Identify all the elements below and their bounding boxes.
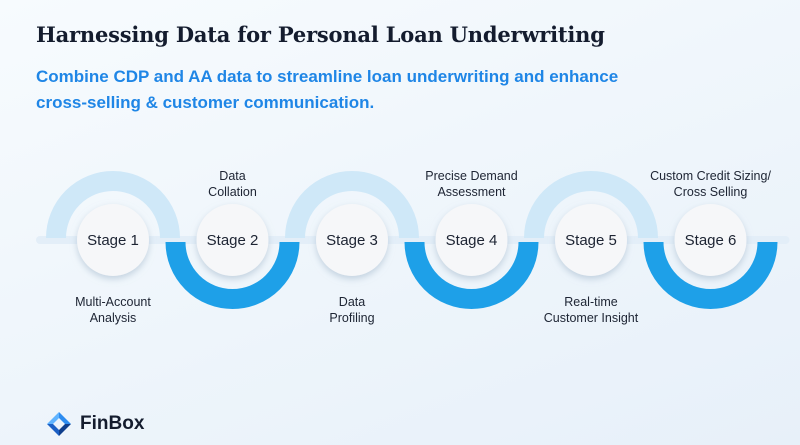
page-subtitle: Combine CDP and AA data to streamline lo…	[36, 67, 619, 112]
stage-node-2: Stage 2	[196, 204, 269, 276]
stage-label: Stage 6	[685, 232, 737, 249]
stage-circle	[77, 204, 149, 276]
stage-note-line: Profiling	[329, 311, 374, 325]
stage-note-line: Data	[339, 295, 365, 309]
stage-note-line: Cross Selling	[674, 185, 748, 199]
stage-label: Stage 1	[87, 232, 139, 249]
stage-label: Stage 3	[326, 232, 378, 249]
stage-note-line: Multi-Account	[75, 295, 151, 309]
finbox-logo-icon	[47, 412, 71, 436]
page-title: Harnessing Data for Personal Loan Underw…	[36, 22, 605, 47]
stage-3-connector-arc	[285, 171, 419, 239]
stage-circle	[555, 204, 627, 276]
stage-node-1: Stage 1	[77, 204, 149, 276]
stage-4-connector-arc	[404, 241, 539, 309]
stage-note-line: Real-time	[564, 295, 618, 309]
stage-node-6: Stage 6	[674, 204, 747, 276]
stage-circle	[316, 204, 388, 276]
stage-note-line: Analysis	[90, 311, 137, 325]
stage-note-line: Custom Credit Sizing/	[650, 169, 771, 183]
stage-node-4: Stage 4	[435, 204, 508, 276]
stage-note-line: Data	[219, 169, 245, 183]
stage-label: Stage 5	[565, 232, 617, 249]
stage-note-line: Collation	[208, 185, 257, 199]
stage-1-connector-arc	[46, 171, 180, 239]
stage-circle	[674, 204, 747, 276]
stage-label: Stage 2	[207, 232, 259, 249]
stage-flow-diagram: Stage 1 Stage 2 Stage 3 Stage 4 Stage 5 Stage…	[36, 169, 790, 325]
stage-note-line: Assessment	[437, 185, 506, 199]
stage-circle	[196, 204, 269, 276]
stage-node-5: Stage 5	[555, 204, 627, 276]
stage-note-line: Customer Insight	[544, 311, 639, 325]
stage-5-connector-arc	[524, 171, 658, 239]
stage-note-line: Precise Demand	[425, 169, 517, 183]
stage-6-connector-arc	[643, 241, 778, 309]
brand-name: FinBox	[80, 413, 145, 434]
stage-2-connector-arc	[165, 241, 300, 309]
brand: FinBox	[46, 411, 144, 437]
stage-label: Stage 4	[446, 232, 498, 249]
stage-circle	[435, 204, 508, 276]
stage-node-3: Stage 3	[316, 204, 388, 276]
stage-note-6: Custom Credit Sizing/Cross Selling	[650, 169, 771, 199]
